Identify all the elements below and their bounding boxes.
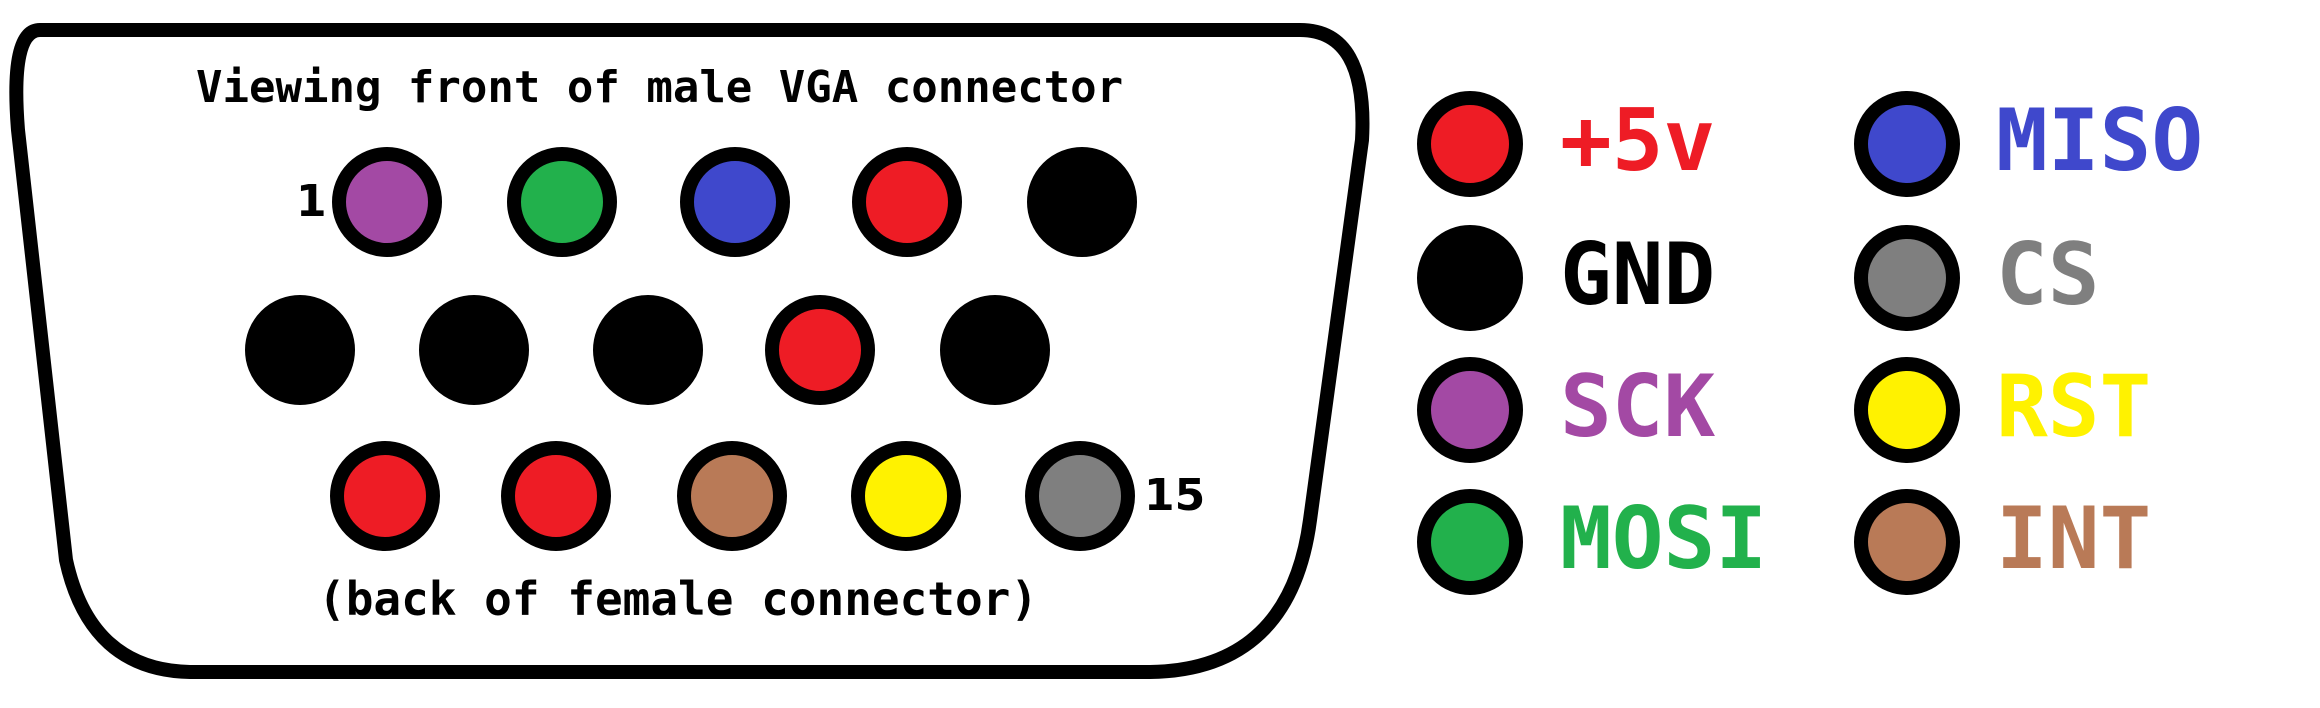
pin-11 [330,441,440,551]
pin-13 [677,441,787,551]
legend-label-sck: SCK [1560,357,1716,457]
pin-number-first: 1 [296,176,327,227]
legend-swatch-rst [1854,357,1960,463]
pin-3 [680,147,790,257]
legend-label-gnd: GND [1560,225,1716,325]
pin-1 [332,147,442,257]
legend-swatch-int [1854,489,1960,595]
pin-5 [1027,147,1137,257]
legend-label-5v: +5v [1560,91,1716,191]
pin-14 [851,441,961,551]
pin-15 [1025,441,1135,551]
legend-swatch-miso [1854,91,1960,197]
legend-label-mosi: MOSI [1560,489,1768,589]
legend-label-miso: MISO [1996,91,2204,191]
legend-swatch-sck [1417,357,1523,463]
legend-swatch-mosi [1417,489,1523,595]
diagram-title: Viewing front of male VGA connector [196,62,1124,113]
legend-label-cs: CS [1996,225,2100,325]
pin-4 [852,147,962,257]
legend-swatch-cs [1854,225,1960,331]
pin-6 [245,295,355,405]
pin-7 [419,295,529,405]
legend-swatch-5v [1417,91,1523,197]
pin-12 [501,441,611,551]
legend-label-int: INT [1996,489,2152,589]
pin-8 [593,295,703,405]
diagram-subtitle: (back of female connector) [318,572,1039,626]
pin-number-last: 15 [1144,470,1206,521]
legend-swatch-gnd [1417,225,1523,331]
pin-9 [765,295,875,405]
pin-10 [940,295,1050,405]
legend-label-rst: RST [1996,357,2152,457]
connector-pins [245,147,1137,551]
legend-swatches [1417,91,1960,595]
pin-2 [507,147,617,257]
